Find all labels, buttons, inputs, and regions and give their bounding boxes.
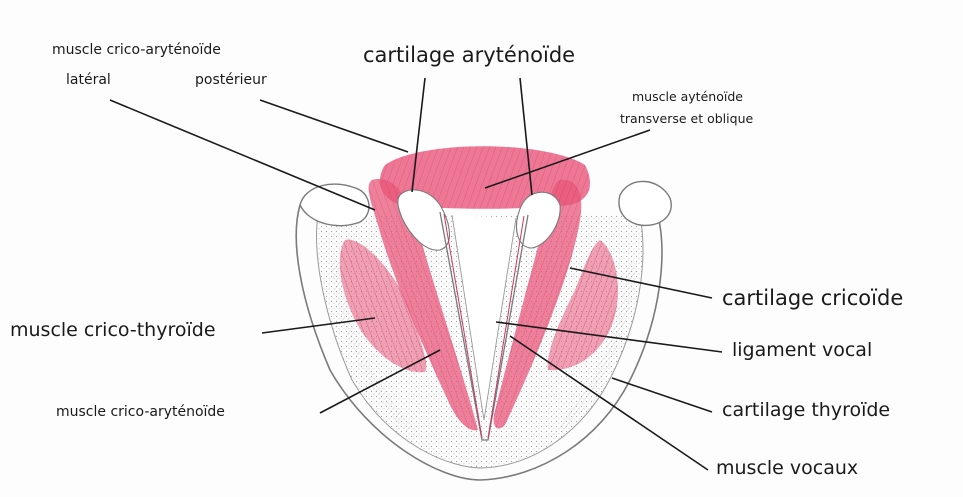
label-cartilage-arytenoide: cartilage aryténoïde — [363, 43, 575, 67]
label-crico-arytenoide-lateral-line1: muscle crico-aryténoïde — [52, 42, 221, 58]
label-muscle-crico-thyroide: muscle crico-thyroïde — [10, 320, 216, 342]
label-ligament-vocal: ligament vocal — [732, 340, 872, 362]
label-aytenoide-line2: transverse et oblique — [620, 112, 753, 126]
label-aytenoide-line1: muscle ayténoïde — [632, 90, 743, 104]
label-muscle-crico-arytenoide: muscle crico-aryténoïde — [56, 404, 225, 420]
label-cartilage-thyroide: cartilage thyroïde — [722, 400, 890, 422]
label-cartilage-cricoide: cartilage cricoïde — [722, 286, 903, 310]
label-crico-arytenoide-posterieur: postérieur — [195, 72, 267, 88]
label-crico-arytenoide-lateral-line2: latéral — [66, 72, 111, 88]
label-muscle-vocaux: muscle vocaux — [716, 458, 858, 480]
